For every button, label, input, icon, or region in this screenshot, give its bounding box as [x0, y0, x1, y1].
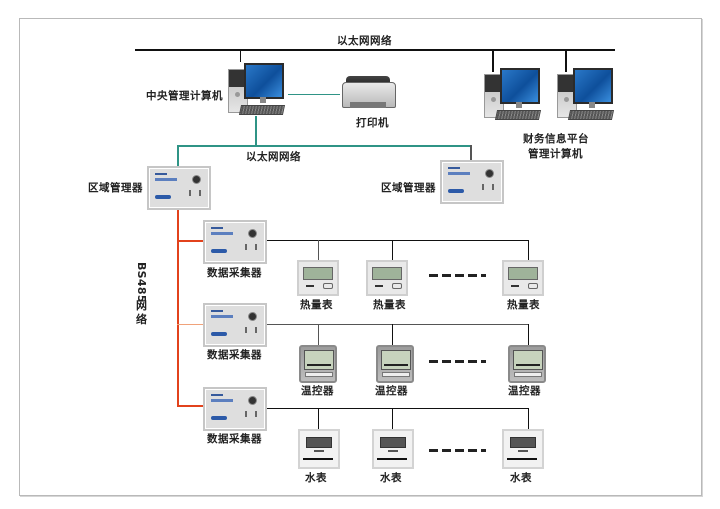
heat-meter-1-drop	[318, 240, 319, 260]
water-meter-label-3: 水表	[510, 472, 532, 484]
top-ethernet-label: 以太网网络	[337, 35, 392, 47]
heat-meter-icon-3	[502, 260, 544, 296]
ellipsis-dash	[429, 274, 438, 277]
finance-pc2-drop	[565, 50, 567, 72]
ellipsis-dash	[481, 449, 486, 452]
heat-meter-label-2: 热量表	[373, 299, 406, 311]
rs485-branch-2	[177, 324, 204, 325]
printer-link	[288, 94, 340, 95]
data-collector-label-1: 数据采集器	[207, 267, 262, 279]
mid-ethernet-label: 以太网网络	[246, 151, 301, 163]
mid-ethernet-left-drop	[177, 145, 179, 167]
rs485-bus-label-char-1: 网	[136, 299, 147, 312]
region-manager-left-label: 区域管理器	[88, 182, 143, 194]
water-meter-icon-1	[298, 429, 340, 469]
mid-ethernet-right-drop	[470, 145, 472, 162]
ellipsis-dash	[455, 274, 464, 277]
mid-ethernet-line	[177, 145, 471, 147]
top-ethernet-line	[135, 49, 615, 51]
water-meter-label-1: 水表	[305, 472, 327, 484]
water-meter-icon-3	[502, 429, 544, 469]
collector-2-bus	[267, 324, 529, 325]
ellipsis-dash	[429, 360, 438, 363]
ellipsis-dash	[468, 274, 477, 277]
thermostat-label-3: 温控器	[508, 385, 541, 397]
diagram-frame	[19, 18, 702, 496]
ellipsis-dash	[442, 274, 451, 277]
rs485-bus-trunk	[177, 210, 179, 406]
central-computer-icon	[228, 63, 286, 119]
thermostat-1-drop	[318, 324, 319, 346]
finance-computer-icon-2	[557, 68, 615, 124]
printer-icon	[342, 74, 396, 112]
rs485-bus-label-char-2: 络	[136, 313, 147, 326]
central-to-mid-ethernet	[255, 116, 257, 146]
rs485-branch-3	[177, 405, 204, 407]
water-meter-1-drop	[318, 408, 319, 429]
finance-platform-label-1: 财务信息平台	[523, 133, 589, 145]
central-pc-drop	[240, 50, 241, 62]
water-meter-2-drop	[392, 408, 393, 429]
finance-pc1-drop	[492, 50, 494, 72]
water-meter-3-drop	[528, 408, 529, 429]
collector-3-bus	[267, 408, 529, 409]
heat-meter-icon-2	[366, 260, 408, 296]
water-meter-label-2: 水表	[380, 472, 402, 484]
thermostat-icon-1	[299, 345, 337, 383]
data-collector-icon-2	[203, 303, 267, 347]
data-collector-icon-1	[203, 220, 267, 264]
ellipsis-dash	[429, 449, 438, 452]
thermostat-icon-2	[376, 345, 414, 383]
region-manager-left-icon	[147, 166, 211, 210]
ellipsis-dash	[481, 360, 486, 363]
data-collector-label-2: 数据采集器	[207, 349, 262, 361]
data-collector-label-3: 数据采集器	[207, 433, 262, 445]
heat-meter-3-drop	[528, 240, 529, 260]
heat-meter-2-drop	[392, 240, 393, 260]
thermostat-label-1: 温控器	[301, 385, 334, 397]
ellipsis-dash	[468, 449, 477, 452]
finance-computer-icon-1	[484, 68, 542, 124]
printer-label: 打印机	[356, 117, 389, 129]
ellipsis-dash	[455, 449, 464, 452]
water-meter-icon-2	[372, 429, 414, 469]
heat-meter-label-3: 热量表	[507, 299, 540, 311]
ellipsis-dash	[442, 360, 451, 363]
rs485-branch-1	[177, 240, 204, 242]
ellipsis-dash	[442, 449, 451, 452]
thermostat-2-drop	[392, 324, 393, 346]
heat-meter-label-1: 热量表	[300, 299, 333, 311]
ellipsis-dash	[455, 360, 464, 363]
thermostat-label-2: 温控器	[375, 385, 408, 397]
finance-platform-label-2: 管理计算机	[528, 148, 583, 160]
data-collector-icon-3	[203, 387, 267, 431]
heat-meter-icon-1	[297, 260, 339, 296]
ellipsis-dash	[481, 274, 486, 277]
collector-1-bus	[267, 240, 529, 241]
thermostat-icon-3	[508, 345, 546, 383]
thermostat-3-drop	[528, 324, 529, 346]
region-manager-right-icon	[440, 160, 504, 204]
central-computer-label: 中央管理计算机	[146, 90, 223, 102]
ellipsis-dash	[468, 360, 477, 363]
region-manager-right-label: 区域管理器	[381, 182, 436, 194]
